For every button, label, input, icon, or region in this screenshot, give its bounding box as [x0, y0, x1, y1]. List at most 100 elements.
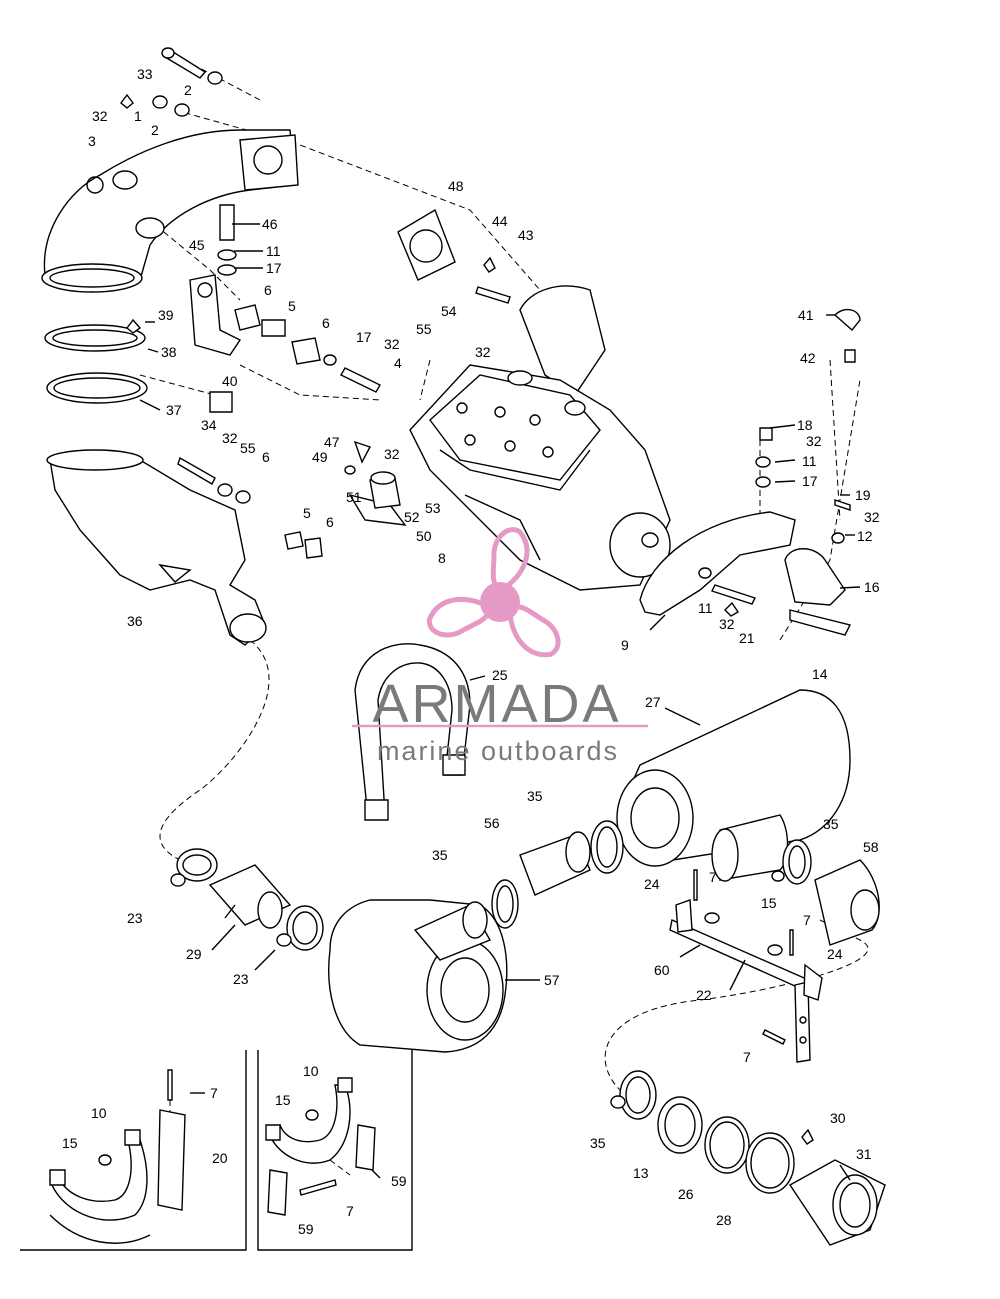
callout-label: 7: [210, 1085, 218, 1101]
callout-label: 35: [823, 816, 839, 832]
callout-label: 15: [62, 1135, 78, 1151]
callout-label: 33: [137, 66, 153, 82]
callout-label: 2: [184, 82, 192, 98]
callout-label: 11: [698, 600, 713, 616]
callout-label: 47: [324, 434, 340, 450]
callout-label: 23: [233, 971, 249, 987]
callout-label: 29: [186, 946, 202, 962]
callout-label: 6: [326, 514, 334, 530]
callout-label: 35: [432, 847, 448, 863]
callout-label: 24: [644, 876, 660, 892]
callout-label: 60: [654, 962, 670, 978]
callout-label: 32: [384, 336, 400, 352]
callout-label: 32: [719, 616, 735, 632]
callout-label: 32: [384, 446, 400, 462]
clamps-and-tubes: [491, 820, 880, 946]
muffler-57: [328, 899, 508, 1053]
inset-20-parts: [49, 1069, 186, 1244]
callout-label: 5: [288, 298, 296, 314]
callout-label: 24: [827, 946, 843, 962]
bracket-22: [669, 869, 823, 1063]
callout-label: 17: [266, 260, 282, 276]
watermark-title: ARMADA: [372, 674, 621, 734]
callout-label: 58: [863, 839, 879, 855]
stud-43: [475, 256, 511, 304]
propeller-blade: [426, 596, 493, 638]
propeller-blade: [490, 527, 530, 593]
muffler-14: [616, 689, 851, 882]
callout-label: 20: [212, 1150, 228, 1166]
callout-label: 11: [802, 453, 817, 469]
callout-label: 32: [806, 433, 822, 449]
gasket-48: [397, 208, 456, 281]
callout-label: 37: [166, 402, 182, 418]
callout-label: 25: [492, 667, 508, 683]
armada-watermark: ARMADA marine outboards: [352, 527, 648, 766]
callout-label: 54: [441, 303, 457, 319]
callout-label: 6: [322, 315, 330, 331]
propeller-logo-icon: [426, 527, 561, 658]
watermark-subtitle: marine outboards: [377, 736, 619, 766]
callout-label: 48: [448, 178, 464, 194]
callout-label: 55: [240, 440, 256, 456]
leader-lines: [139, 223, 861, 1181]
inset-59-parts: [265, 1077, 376, 1216]
engine-block: [409, 285, 671, 591]
elbow-hardware: [120, 47, 223, 117]
engine-mount-16: [755, 308, 861, 636]
callout-label: 23: [127, 910, 143, 926]
callout-label: 18: [797, 417, 813, 433]
callout-label: 35: [590, 1135, 606, 1151]
callout-label: 10: [91, 1105, 107, 1121]
exhaust-manifold-36: [46, 449, 323, 646]
strap-25: [354, 643, 471, 821]
callout-label: 7: [709, 869, 717, 885]
callout-label: 5: [303, 505, 311, 521]
callout-label: 4: [394, 355, 402, 371]
callout-label: 14: [812, 666, 828, 682]
callout-label: 32: [864, 509, 880, 525]
callout-label: 15: [275, 1092, 291, 1108]
callout-label: 15: [761, 895, 777, 911]
callout-label: 26: [678, 1186, 694, 1202]
callout-label: 28: [716, 1212, 732, 1228]
callout-label: 2: [151, 122, 159, 138]
callout-label: 32: [475, 344, 491, 360]
callout-label: 43: [518, 227, 534, 243]
callout-label: 22: [696, 987, 712, 1003]
callout-label: 17: [356, 329, 372, 345]
callout-label: 53: [425, 500, 441, 516]
callout-label: 34: [201, 417, 217, 433]
callout-label: 6: [264, 282, 272, 298]
callout-label: 7: [743, 1049, 751, 1065]
inset-frames: [20, 1050, 413, 1251]
callout-label: 32: [92, 108, 108, 124]
callout-label: 31: [856, 1146, 872, 1162]
callout-label: 12: [857, 528, 873, 544]
gasket-and-clamp: [44, 318, 233, 413]
callout-label: 11: [266, 243, 281, 259]
callout-labels: 33 2 32 1 2 3 48 46 45 11 17 44 43 6 5 6…: [62, 66, 880, 1237]
callout-label: 59: [298, 1221, 314, 1237]
callout-label: 7: [803, 912, 811, 928]
callout-label: 3: [88, 133, 96, 149]
callout-label: 30: [830, 1110, 846, 1126]
callout-label: 6: [262, 449, 270, 465]
callout-label: 21: [739, 630, 755, 646]
callout-label: 51: [346, 489, 362, 505]
exhaust-elbow: [41, 129, 299, 293]
callout-label: 45: [189, 237, 205, 253]
callout-label: 19: [855, 487, 871, 503]
callout-label: 16: [864, 579, 880, 595]
callout-label: 57: [544, 972, 560, 988]
exhaust-outlet-31: [610, 1070, 886, 1246]
callout-label: 7: [346, 1203, 354, 1219]
callout-label: 8: [438, 550, 446, 566]
callout-label: 50: [416, 528, 432, 544]
callout-label: 35: [527, 788, 543, 804]
callout-label: 49: [312, 449, 328, 465]
callout-label: 17: [802, 473, 818, 489]
assembly-lines: [124, 54, 869, 1176]
